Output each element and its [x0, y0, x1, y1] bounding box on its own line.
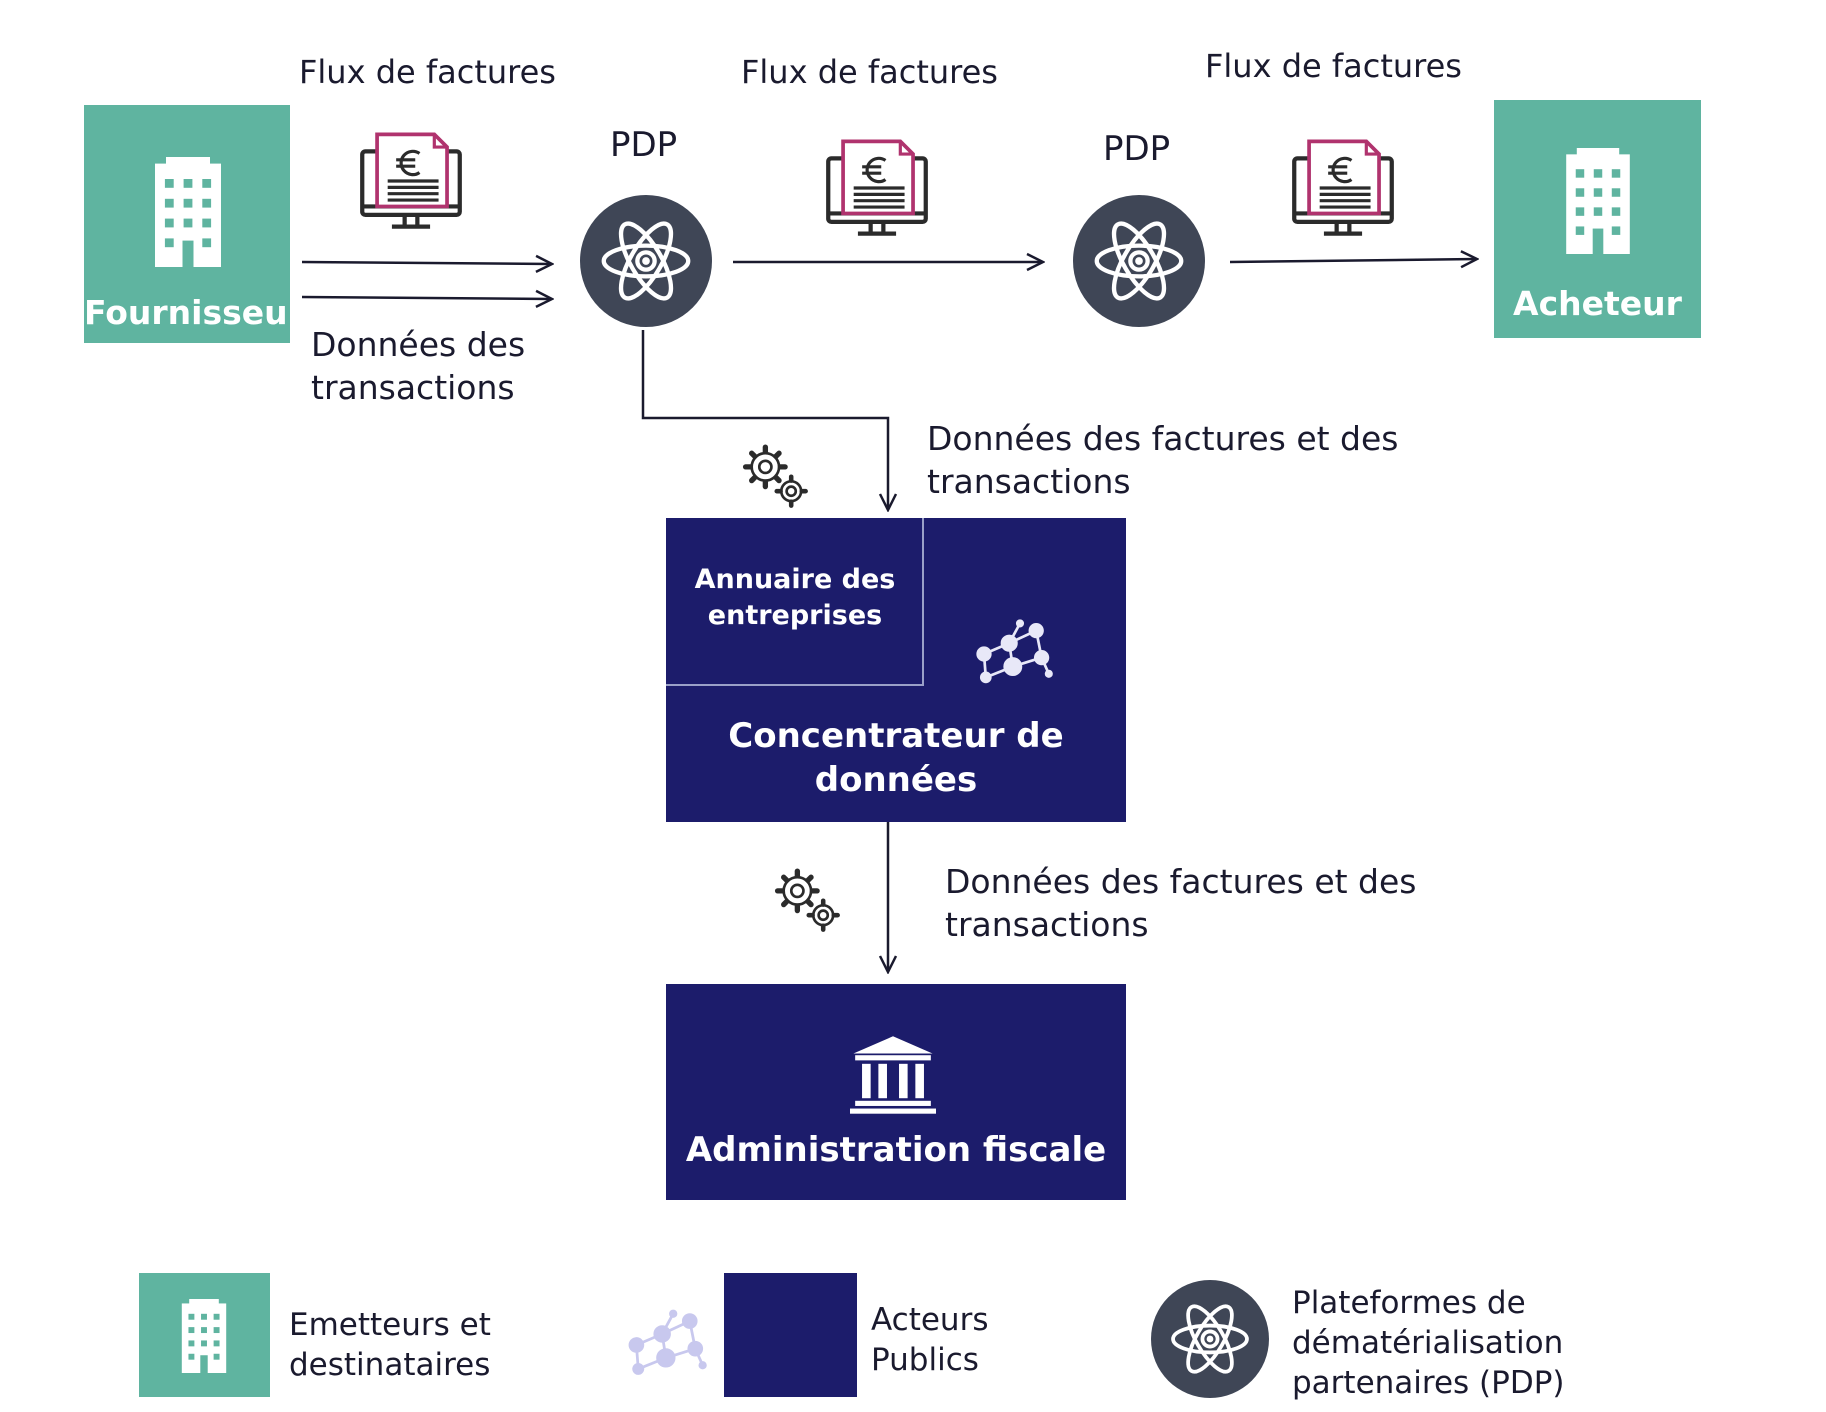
- buyer-box: Acheteur: [1494, 100, 1701, 338]
- invoice-flow-label-2: Flux de factures: [741, 53, 998, 91]
- tax-admin-label: Administration fiscale: [685, 1130, 1107, 1170]
- concentrator-label-line1: Concentrateur de: [728, 716, 1064, 756]
- legend-public-actors-label-line2: Publics: [871, 1342, 979, 1378]
- directory-label-line1: Annuaire des: [694, 564, 896, 595]
- supplier-to-pdp-invoice-arrow: [301, 262, 552, 264]
- directory-box: Annuaire des entreprises: [666, 518, 924, 686]
- building-icon: [154, 157, 222, 267]
- invoice-transactions-label-2-line1: Données des factures et des: [945, 862, 1417, 901]
- bank-icon: [850, 1036, 936, 1114]
- atom-icon: [1091, 213, 1187, 309]
- legend-issuers-swatch: [139, 1273, 270, 1397]
- invoice-flow-label-1: Flux de factures: [299, 53, 556, 91]
- network-icon: [618, 1308, 710, 1382]
- supplier-to-pdp-data-arrow: [301, 297, 552, 299]
- legend-pdp-label-line2: dématérialisation: [1292, 1325, 1564, 1361]
- invoice-transactions-label-1-line1: Données des factures et des: [927, 419, 1399, 458]
- invoice-monitor-icon: [358, 125, 464, 237]
- pdp-1-label: PDP: [610, 125, 678, 165]
- legend-issuers-label-line2: destinataires: [289, 1347, 491, 1383]
- supplier-box: Fournisseur: [84, 105, 304, 343]
- legend-pdp-label-line3: partenaires (PDP): [1292, 1365, 1565, 1401]
- pdp-2-label: PDP: [1103, 129, 1171, 169]
- transactions-data-label-line2: transactions: [311, 368, 515, 407]
- pdp2-to-buyer-arrow: [1229, 259, 1477, 262]
- transactions-data-label-line1: Données des: [311, 325, 526, 364]
- gears-icon: [770, 862, 846, 938]
- atom-icon: [598, 213, 694, 309]
- pdp-node-2: [1073, 195, 1205, 327]
- invoice-transactions-label-1-line2: transactions: [927, 462, 1131, 501]
- buyer-label: Acheteur: [1513, 284, 1682, 323]
- concentrator-label-line2: données: [814, 760, 978, 800]
- invoice-monitor-icon: [824, 132, 930, 244]
- legend-pdp-swatch: [1151, 1280, 1269, 1398]
- invoice-monitor-icon: [1290, 132, 1396, 244]
- concentrator-box: Annuaire des entreprises Concentrateur d…: [666, 518, 1126, 822]
- atom-icon: [1168, 1297, 1252, 1381]
- legend-pdp-label-line1: Plateformes de: [1292, 1285, 1526, 1321]
- legend-public-actors-swatch: [724, 1273, 857, 1397]
- directory-label-line2: entreprises: [707, 600, 883, 631]
- network-icon: [966, 618, 1056, 690]
- invoice-transactions-label-2-line2: transactions: [945, 905, 1149, 944]
- building-icon: [1564, 148, 1632, 254]
- legend-issuers-label-line1: Emetteurs et: [289, 1307, 491, 1343]
- pdp-to-concentrator-arrow: [641, 330, 888, 510]
- supplier-label: Fournisseur: [84, 293, 304, 332]
- gears-icon: [738, 438, 814, 514]
- invoice-flow-label-3: Flux de factures: [1205, 47, 1462, 85]
- legend-public-actors-label-line1: Acteurs: [871, 1302, 989, 1338]
- building-icon: [181, 1299, 227, 1373]
- tax-admin-box: Administration fiscale: [666, 984, 1126, 1200]
- pdp-node-1: [580, 195, 712, 327]
